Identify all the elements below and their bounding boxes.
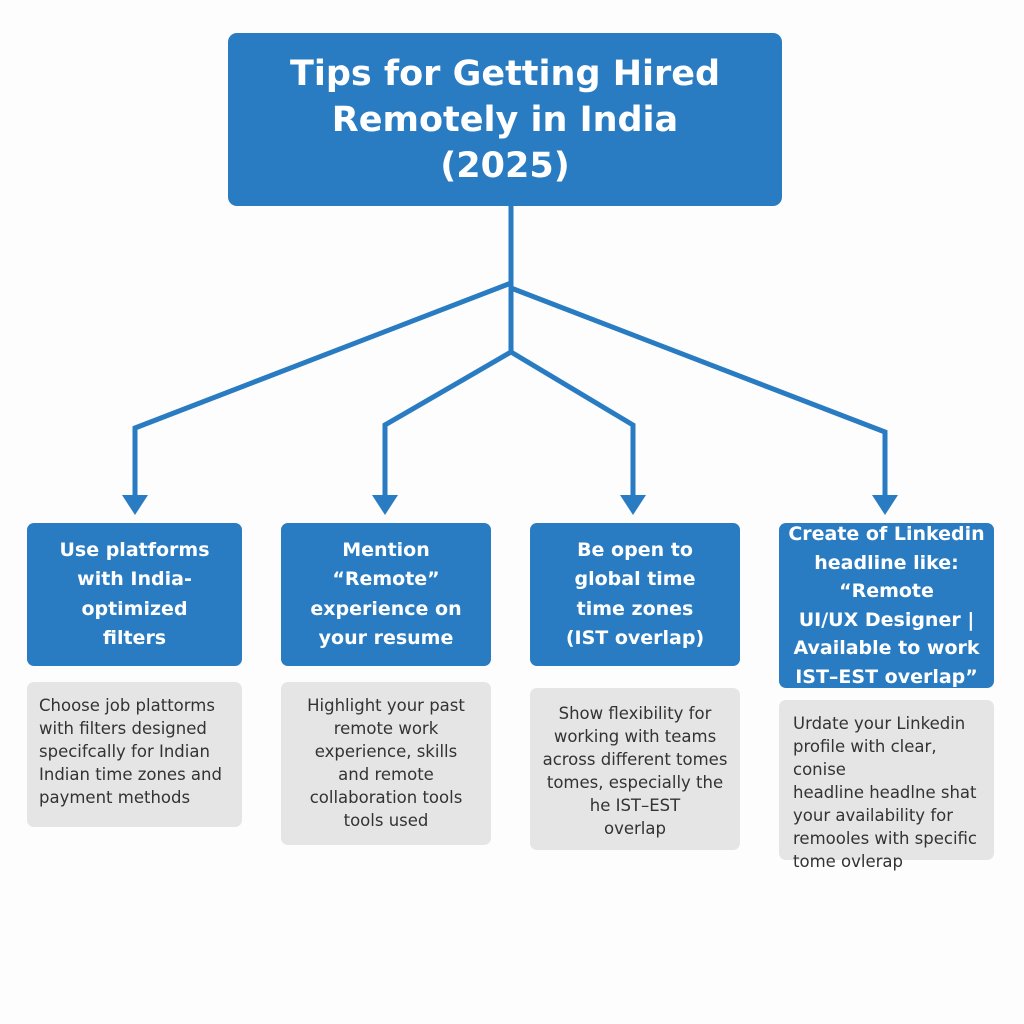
tip-heading-4: Create of Linkedin headline like: “Remot… bbox=[788, 523, 985, 688]
arrowhead-icon bbox=[372, 495, 398, 515]
tip-heading-1: Use platforms with India- optimized filt… bbox=[59, 538, 210, 650]
tip-description-box-4: Urdate your Linkedin profile with clear,… bbox=[779, 700, 994, 871]
tip-description-box-2: Highlight your past remote work experien… bbox=[281, 682, 491, 845]
title-box: Tips for Getting Hired Remotely in India… bbox=[228, 33, 782, 206]
tip-description-1: Choose job plattorms with filters design… bbox=[39, 696, 222, 807]
diagram-title: Tips for Getting Hired Remotely in India… bbox=[289, 53, 721, 186]
branch-line-4 bbox=[510, 285, 888, 500]
branch-line-3 bbox=[509, 349, 636, 500]
arrowhead-icon bbox=[872, 495, 898, 515]
tip-description-box-1: Choose job plattorms with filters design… bbox=[27, 682, 242, 827]
tip-description-4: Urdate your Linkedin profile with clear,… bbox=[793, 714, 978, 871]
tip-description-3: Show flexibility for working with teams … bbox=[542, 704, 728, 838]
branch-line-2 bbox=[382, 349, 513, 500]
tip-heading-box-2: Mention “Remote” experience on your resu… bbox=[281, 523, 491, 666]
arrowhead-icon bbox=[620, 495, 646, 515]
branch-line-1 bbox=[132, 280, 512, 500]
tip-heading-box-1: Use platforms with India- optimized filt… bbox=[27, 523, 242, 666]
tip-heading-box-4: Create of Linkedin headline like: “Remot… bbox=[779, 523, 994, 688]
tip-heading-3: Be open to global time time zones (IST o… bbox=[565, 538, 705, 650]
tip-description-box-3: Show flexibility for working with teams … bbox=[530, 688, 740, 850]
tip-description-2: Highlight your past remote work experien… bbox=[307, 696, 465, 830]
tip-heading-box-3: Be open to global time time zones (IST o… bbox=[530, 523, 740, 666]
tip-heading-2: Mention “Remote” experience on your resu… bbox=[310, 538, 462, 650]
arrowhead-icon bbox=[122, 495, 148, 515]
